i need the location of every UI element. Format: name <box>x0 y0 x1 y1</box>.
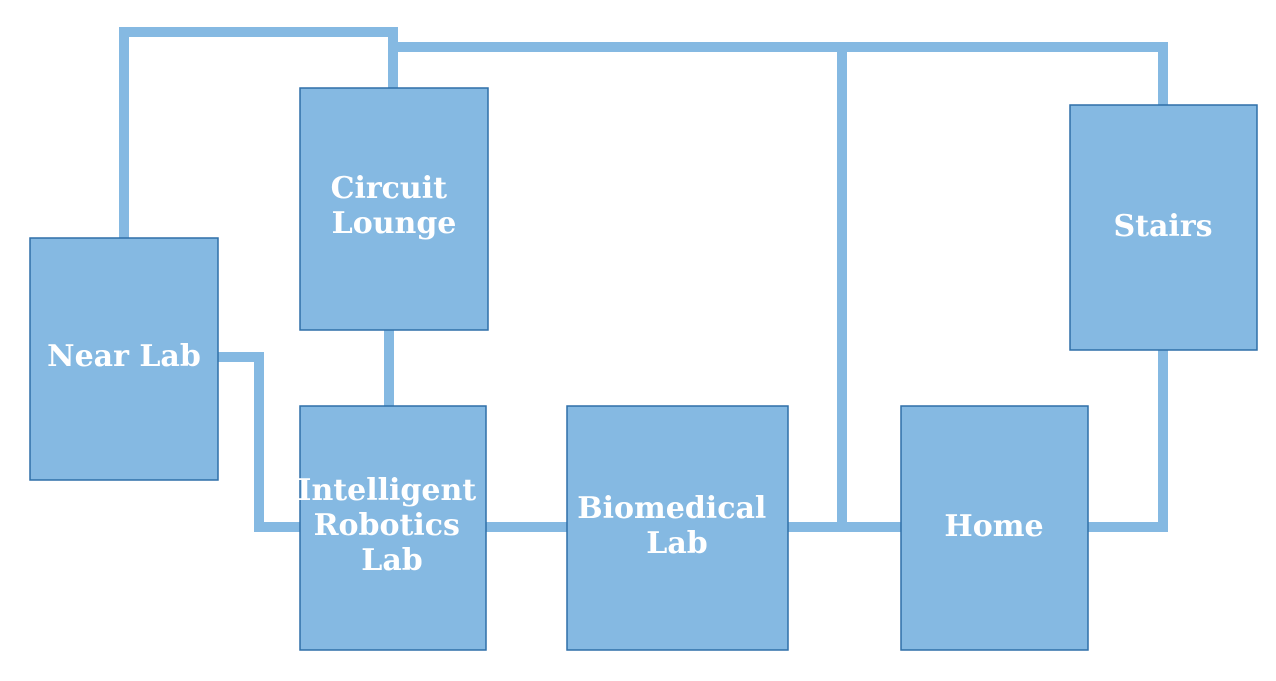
room-label: Biomedical Lab <box>577 491 777 561</box>
room-label-line: Home <box>944 509 1043 544</box>
room-label-line: Intelligent <box>297 473 476 508</box>
room-label-line: Near Lab <box>47 339 201 374</box>
room-label-line: Circuit <box>331 171 448 206</box>
room-near-lab[interactable]: Near Lab <box>29 237 219 481</box>
room-label-line: Robotics <box>314 508 460 543</box>
room-label-line: Stairs <box>1113 209 1212 244</box>
room-label: Home <box>944 509 1043 544</box>
room-label: Intelligent Robotics Lab <box>297 473 486 578</box>
room-home[interactable]: Home <box>900 405 1089 651</box>
room-label-line: Lab <box>361 543 423 578</box>
room-label: Near Lab <box>47 339 201 374</box>
room-intelligent-robotics-lab[interactable]: Intelligent Robotics Lab <box>297 405 487 651</box>
room-label-line: Biomedical <box>577 491 766 526</box>
corridor-near-lab-to-robotics <box>218 352 300 532</box>
room-stairs[interactable]: Stairs <box>1069 104 1258 351</box>
corridor-home-to-stairs <box>1088 350 1168 532</box>
room-label-line: Lounge <box>332 206 457 241</box>
corridor-top-main <box>393 42 1168 105</box>
room-label: Stairs <box>1113 209 1212 244</box>
corridors <box>119 27 1168 532</box>
room-label: Circuit Lounge <box>331 171 458 241</box>
room-label-line: Lab <box>646 526 708 561</box>
corridor-near-lab-to-top <box>119 27 398 238</box>
room-circuit-lounge[interactable]: Circuit Lounge <box>299 87 489 331</box>
room-biomedical-lab[interactable]: Biomedical Lab <box>566 405 789 651</box>
